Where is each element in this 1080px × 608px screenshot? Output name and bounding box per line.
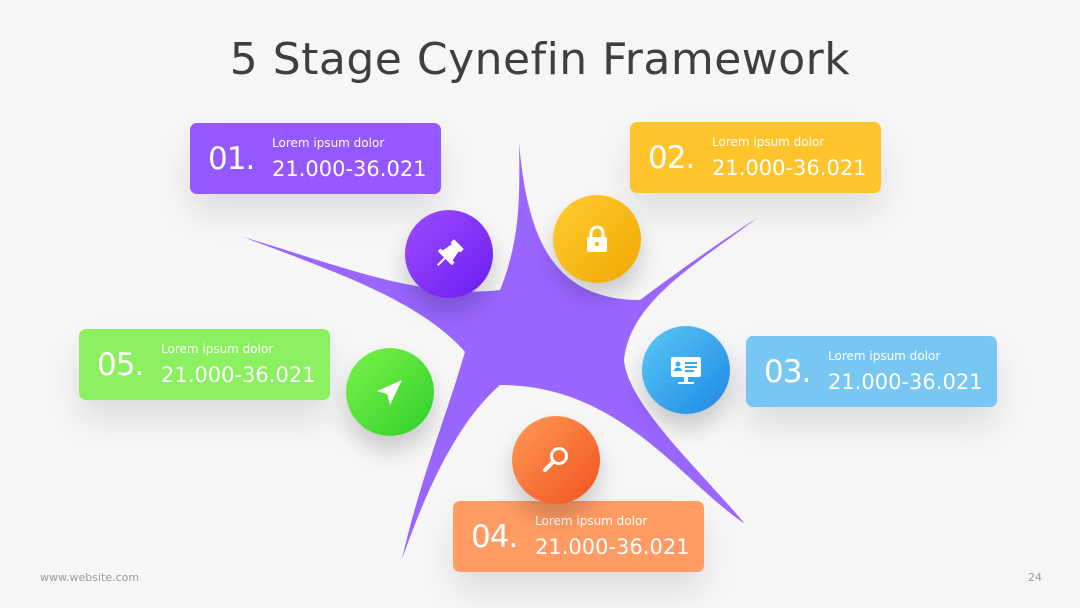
- stage-card-03: 03. Lorem ipsum dolor 21.000-36.021: [746, 336, 997, 407]
- stage-value: 21.000-36.021: [828, 370, 983, 394]
- stage-value: 21.000-36.021: [712, 156, 867, 180]
- paper-plane-icon: [377, 380, 402, 405]
- stage-value: 21.000-36.021: [535, 535, 690, 559]
- stage-number: 01.: [208, 141, 255, 177]
- stage-03-icon-circle: [642, 326, 730, 414]
- monitor-profile-icon: [671, 357, 701, 384]
- stage-01-icon-circle: [405, 210, 493, 298]
- slide-title: 5 Stage Cynefin Framework: [229, 34, 851, 85]
- stage-04-icon-circle: [512, 416, 600, 504]
- stage-label: Lorem ipsum dolor: [535, 514, 648, 528]
- stage-02-icon-circle: [553, 195, 641, 283]
- pushpin-icon: [436, 239, 464, 267]
- stage-number: 02.: [648, 140, 695, 176]
- magnifier-icon: [543, 447, 568, 472]
- footer-website: www.website.com: [40, 571, 140, 584]
- lock-icon: [587, 225, 607, 252]
- stage-card-02: 02. Lorem ipsum dolor 21.000-36.021: [630, 122, 881, 193]
- star-body: [243, 143, 757, 559]
- stage-label: Lorem ipsum dolor: [272, 136, 385, 150]
- stage-number: 05.: [97, 347, 144, 383]
- stage-number: 04.: [471, 519, 518, 555]
- stage-value: 21.000-36.021: [161, 363, 316, 387]
- stage-card-04: 04. Lorem ipsum dolor 21.000-36.021: [453, 501, 704, 572]
- stage-label: Lorem ipsum dolor: [828, 349, 941, 363]
- stage-value: 21.000-36.021: [272, 157, 427, 181]
- stage-card-05: 05. Lorem ipsum dolor 21.000-36.021: [79, 329, 330, 400]
- page-number: 24: [1028, 571, 1042, 584]
- stage-05-icon-circle: [346, 348, 434, 436]
- stage-number: 03.: [764, 354, 811, 390]
- stage-card-01: 01. Lorem ipsum dolor 21.000-36.021: [190, 123, 441, 194]
- stage-label: Lorem ipsum dolor: [712, 135, 825, 149]
- stage-label: Lorem ipsum dolor: [161, 342, 274, 356]
